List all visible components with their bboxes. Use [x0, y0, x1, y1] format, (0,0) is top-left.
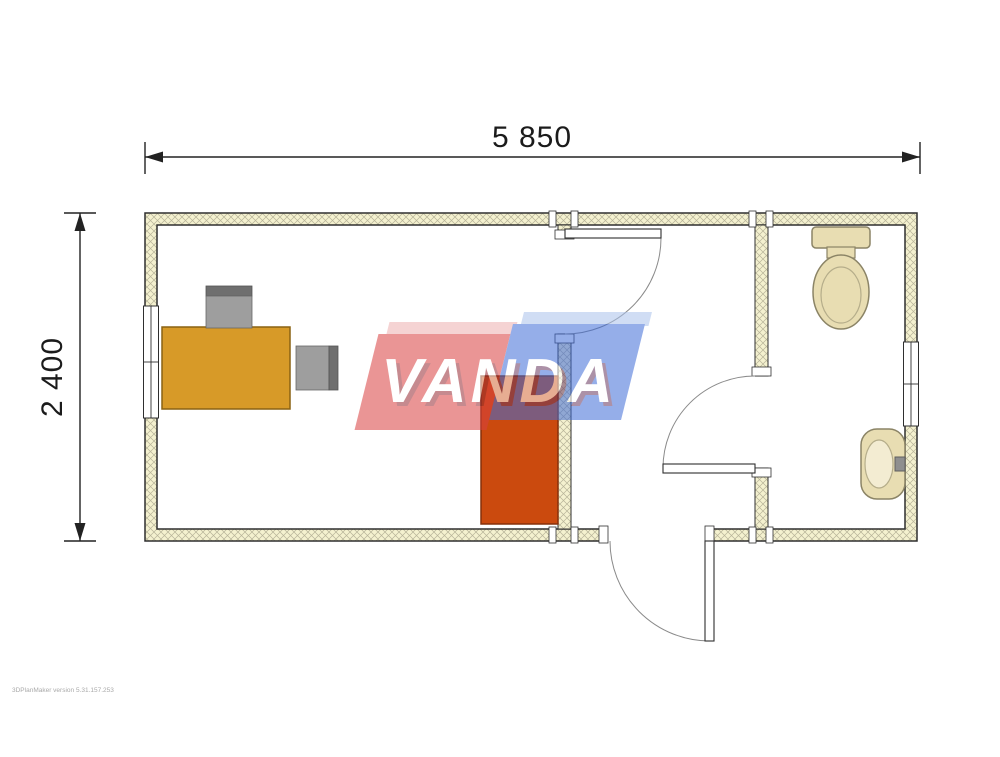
arrow-down-icon [74, 523, 86, 541]
sink [860, 428, 906, 500]
watermark-blue-top-face [520, 312, 652, 326]
watermark-red-top-face [385, 322, 518, 336]
watermark-text-shadow: VANDA [385, 351, 621, 420]
desk [161, 326, 291, 410]
faucet-icon [894, 456, 906, 472]
arrow-right-icon [902, 151, 920, 163]
arrow-left-icon [145, 151, 163, 163]
dimension-left: 2 400 [36, 212, 96, 542]
entrance-opening [603, 527, 710, 543]
outer-wall [144, 212, 918, 542]
chair-top [205, 285, 253, 329]
door-entrance [609, 540, 715, 642]
watermark-text: VANDA [381, 347, 617, 416]
window-left [143, 305, 159, 419]
window-right [903, 341, 919, 427]
watermark: VANDA VANDA [354, 312, 652, 430]
toilet [811, 226, 871, 330]
chair-side [295, 345, 339, 391]
dimension-width-label: 5 850 [492, 121, 572, 154]
watermark-blue-block [489, 324, 645, 420]
watermark-red-block [354, 334, 511, 430]
dimension-height-label: 2 400 [36, 337, 69, 417]
footer-note: 3DPlanMaker version 5.31.157.253 [12, 687, 114, 694]
arrow-up-icon [74, 213, 86, 231]
dimension-top: 5 850 [144, 121, 921, 174]
door-bathroom [662, 375, 756, 474]
partition-corridor-bathroom [754, 224, 769, 530]
